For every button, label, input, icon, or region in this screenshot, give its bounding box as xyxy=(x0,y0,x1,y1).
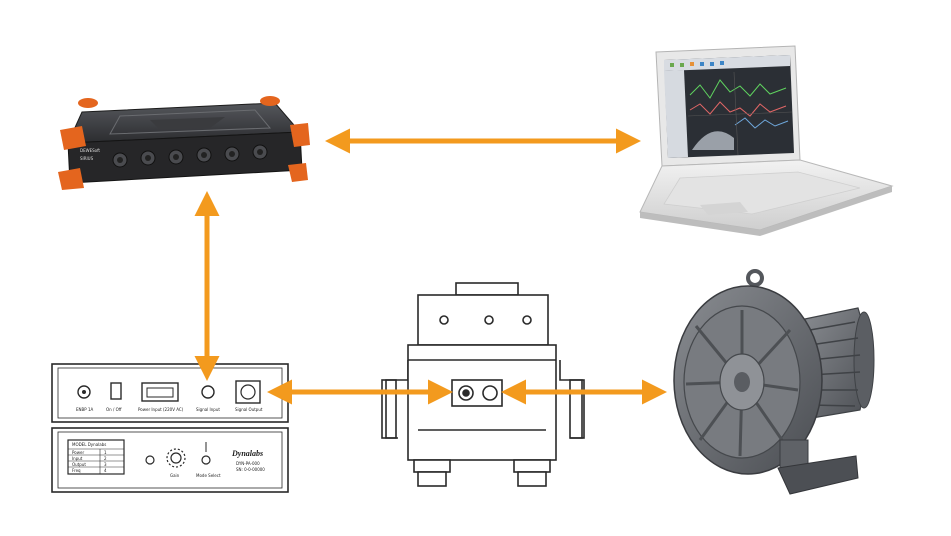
amp-table-title: MODEL Dynalabs xyxy=(72,442,106,447)
amp-brand: Dynalabs xyxy=(231,449,263,458)
amp-row-0-b: 1 xyxy=(104,450,107,455)
daq-device-icon: DEWESoft SIRIUS xyxy=(58,96,310,190)
amp-label-4: Signal Output xyxy=(235,407,263,412)
daq-sub-label: SIRIUS xyxy=(80,156,94,161)
amp-row-3-b: 4 xyxy=(104,468,107,473)
connection-arrows xyxy=(194,128,667,405)
amp-row-3-a: Freq xyxy=(72,468,81,473)
blower-icon xyxy=(673,269,875,495)
amp-label-3: Signal Input xyxy=(196,407,220,412)
amp-spec-2: SN: 0-0-00000 xyxy=(236,467,265,472)
connector-icon xyxy=(451,379,503,407)
amplifier-icon: ENBP 1A On / Off Power Input (220V AC) S… xyxy=(51,363,289,493)
amp-label-1: On / Off xyxy=(106,407,122,412)
amp-label-2: Power Input (220V AC) xyxy=(138,407,184,412)
amp-label-0: ENBP 1A xyxy=(76,407,93,412)
amp-row-2-a: Output xyxy=(72,462,86,467)
shaker-icon xyxy=(381,282,585,487)
amp-spec-1: DYN-PA-000 xyxy=(236,461,260,466)
amp-switch-label: Mode Select xyxy=(196,473,221,478)
daq-brand-label: DEWESoft xyxy=(80,148,100,153)
amp-row-2-b: 3 xyxy=(104,462,107,467)
amp-row-1-a: Input xyxy=(72,456,83,461)
amp-row-1-b: 2 xyxy=(104,456,107,461)
laptop-icon xyxy=(639,45,894,236)
amp-row-0-a: Power xyxy=(72,450,84,455)
amp-knob-label: Gain xyxy=(170,473,180,478)
